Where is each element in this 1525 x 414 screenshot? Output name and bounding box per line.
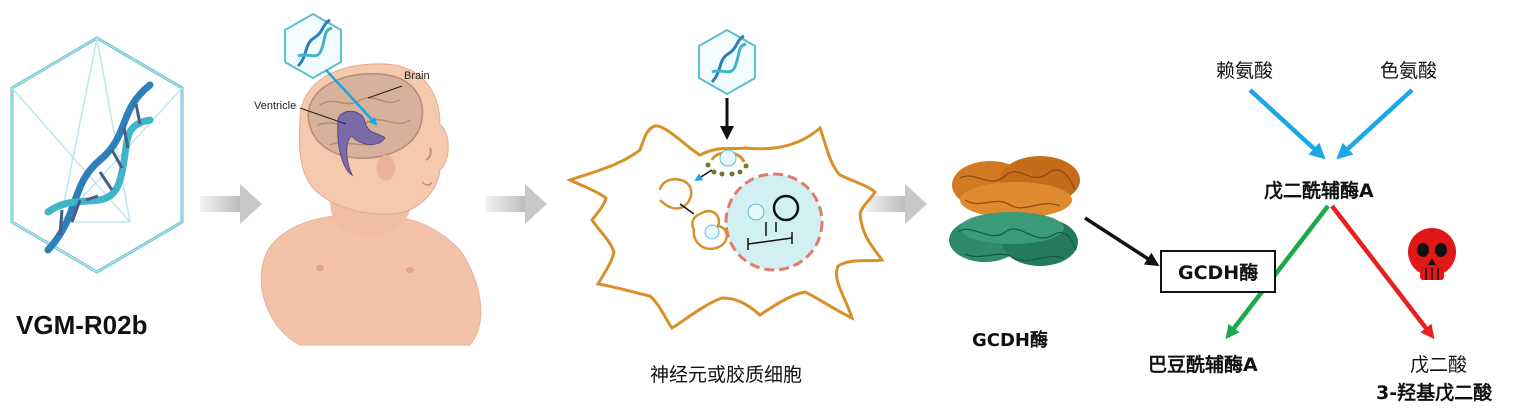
brain-label: Brain — [404, 70, 430, 82]
glutaric-arrow — [1330, 204, 1435, 340]
gcdh-enzyme-box: GCDH酶 — [1160, 250, 1277, 293]
aav-particle-cell-icon — [698, 28, 756, 96]
ventricle-label: Ventricle — [254, 100, 297, 112]
infant-illustration — [260, 63, 482, 346]
enzyme-label: GCDH酶 — [972, 330, 1048, 351]
aav-capsid-icon — [10, 36, 184, 274]
neural-cell-illustration — [566, 124, 885, 331]
lysine-arrow — [1248, 88, 1326, 160]
hydroxyglutaric-label: 3-羟基戊二酸 — [1376, 382, 1493, 404]
tryptophan-label: 色氨酸 — [1380, 60, 1438, 82]
glutaric-acid-label: 戊二酸 — [1410, 354, 1468, 376]
skull-icon — [1408, 228, 1456, 280]
injection-arrow — [325, 69, 378, 126]
gcdh-protein-structure — [949, 156, 1080, 266]
aav-particle-small-icon — [284, 12, 342, 80]
cell-label: 神经元或胶质细胞 — [650, 364, 803, 386]
dna-helix-icon — [44, 81, 154, 254]
glutaryl-coa-label: 戊二酰辅酶A — [1264, 180, 1374, 202]
crotonyl-coa-label: 巴豆酰辅酶A — [1148, 354, 1258, 376]
tryptophan-arrow — [1336, 88, 1414, 160]
vector-label: VGM-R02b — [16, 310, 148, 340]
expression-arrow — [1084, 216, 1160, 267]
process-arrow-2 — [485, 184, 547, 224]
crotonyl-arrow — [1225, 204, 1330, 340]
lysine-label: 赖氨酸 — [1216, 60, 1274, 82]
process-arrow-3 — [865, 184, 927, 224]
process-arrow-1 — [200, 184, 262, 224]
